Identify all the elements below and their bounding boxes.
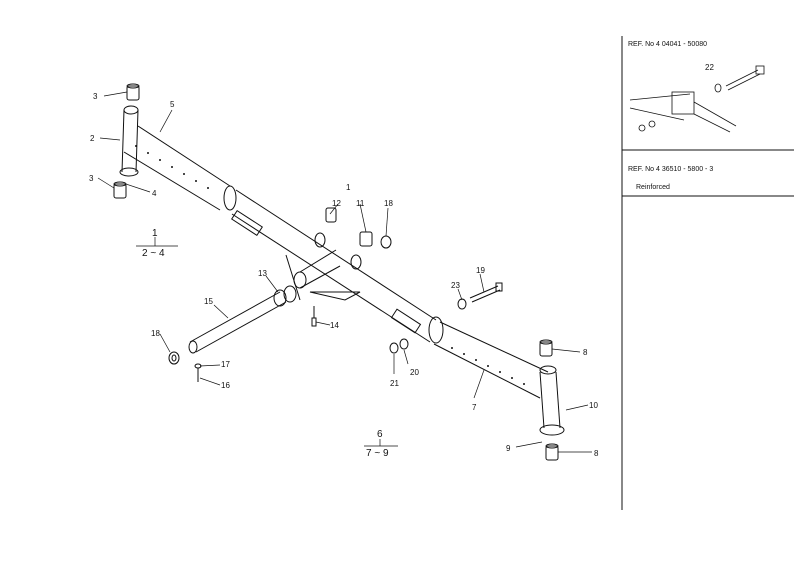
right-axle-beam — [433, 321, 549, 399]
group-bracket-1 — [136, 237, 178, 247]
group-1-label: 1 — [152, 228, 158, 239]
callout-19: 19 — [476, 266, 485, 275]
group-1-range: 2 ~ 4 — [142, 248, 165, 259]
callout-13: 13 — [258, 269, 267, 278]
callout-23: 23 — [451, 281, 460, 290]
callout-21: 21 — [390, 379, 399, 388]
callout-labels: 3 5 2 3 4 13 15 14 18 17 16 1 12 11 18 1… — [89, 63, 714, 458]
grease-fitting — [311, 306, 317, 327]
callout-18-left: 18 — [151, 329, 160, 338]
callout-14: 14 — [330, 321, 339, 330]
callout-12: 12 — [332, 199, 341, 208]
ref-number-1: REF. No 4 04041 - 50080 — [628, 41, 707, 48]
callout-11: 11 — [356, 199, 365, 208]
callout-9: 9 — [506, 444, 511, 453]
left-beam-holes — [135, 145, 209, 189]
left-bottom-bushing — [113, 181, 127, 199]
callout-17: 17 — [221, 360, 230, 369]
group-labels: 1 2 ~ 4 6 7 ~ 9 — [142, 228, 389, 459]
lock-pin — [194, 363, 202, 382]
group-6-label: 6 — [377, 429, 383, 440]
callout-8-bottom: 8 — [594, 449, 599, 458]
adjustment-nut — [457, 298, 467, 310]
group-bracket-6 — [364, 439, 398, 447]
callout-2: 2 — [90, 134, 95, 143]
pivot-bushing — [273, 285, 297, 307]
ref-number-2: REF. No 4 36510 - 5800 - 3 — [628, 166, 714, 173]
center-axle-beam — [231, 189, 444, 344]
callout-1: 1 — [346, 183, 351, 192]
group-6-range: 7 ~ 9 — [366, 448, 389, 459]
callout-20: 20 — [410, 368, 419, 377]
callout-3-top: 3 — [93, 92, 98, 101]
right-kingpin-tube — [539, 365, 565, 436]
callout-4: 4 — [152, 189, 157, 198]
right-top-bushing — [539, 339, 553, 357]
callout-18-right: 18 — [384, 199, 393, 208]
left-washer — [168, 351, 180, 365]
leader-lines — [97, 91, 592, 453]
callout-22: 22 — [705, 63, 714, 72]
left-axle-beam — [123, 125, 237, 211]
right-washers — [389, 338, 409, 354]
callout-5: 5 — [170, 100, 175, 109]
adjustment-bolt — [469, 282, 503, 303]
callout-3-bottom: 3 — [89, 174, 94, 183]
right-beam-holes — [451, 347, 525, 385]
callout-8-top: 8 — [583, 348, 588, 357]
center-pivot-boss — [285, 232, 362, 301]
left-top-bushing — [126, 83, 140, 101]
callout-15: 15 — [204, 297, 213, 306]
right-bottom-bushing — [545, 443, 559, 461]
callout-7: 7 — [472, 403, 477, 412]
inset-bracket-drawing — [629, 65, 765, 133]
left-kingpin-tube — [119, 105, 139, 177]
pivot-pin — [188, 291, 287, 354]
callout-10: 10 — [589, 401, 598, 410]
reinforced-note: Reinforced — [636, 184, 670, 191]
callout-16: 16 — [221, 381, 230, 390]
upper-bushing-set — [325, 207, 392, 249]
